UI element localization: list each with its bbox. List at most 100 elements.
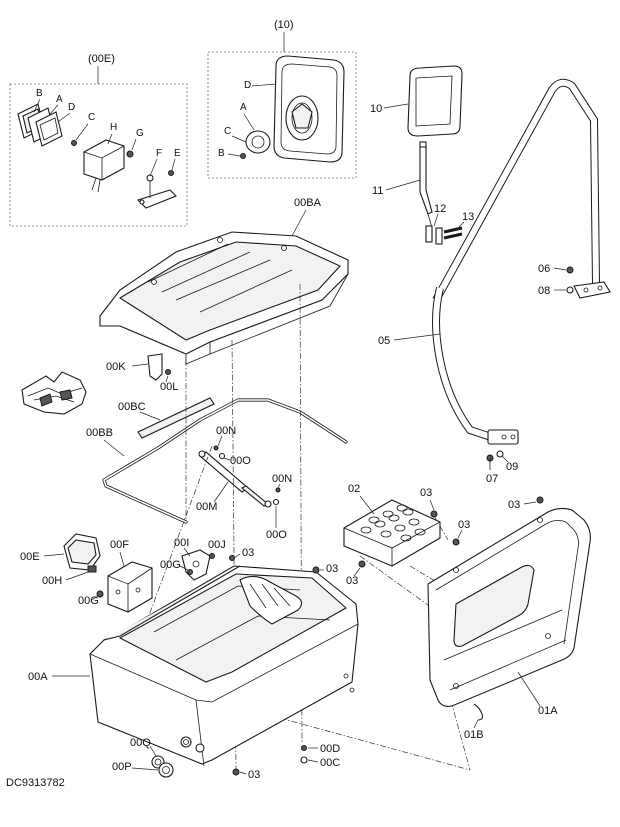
- label-00BC: 00BC: [118, 401, 146, 413]
- label-06: 06: [538, 263, 550, 275]
- label-00C: 00C: [320, 757, 340, 769]
- lens-plates: [17, 103, 63, 147]
- nut-G: [126, 150, 134, 158]
- detail-box-10: [207, 51, 357, 179]
- drawing-number: DC9313782: [6, 777, 65, 789]
- label-08: 08: [538, 285, 550, 297]
- label-A-mirror: A: [240, 102, 247, 113]
- side-cover-01A: [427, 507, 591, 707]
- label-01A: 01A: [538, 705, 558, 717]
- bolt-00G-left: [96, 590, 104, 598]
- washer-00O-upper: [218, 452, 226, 460]
- label-A: A: [56, 94, 63, 105]
- hinge-00K: [147, 353, 171, 381]
- mirror-back-plate-D: [273, 55, 345, 163]
- label-02: 02: [348, 483, 360, 495]
- screw-B: [240, 153, 246, 159]
- label-05: 05: [378, 335, 390, 347]
- lamp-housing-H: [83, 139, 125, 193]
- bolt-03-base: [312, 566, 320, 574]
- mirror-arm-11: [419, 141, 433, 237]
- label-D: D: [68, 102, 75, 113]
- machine-location-inset: [21, 371, 87, 415]
- mirror-10: [407, 65, 463, 137]
- label-11: 11: [372, 185, 383, 197]
- bolt-00J: [209, 553, 215, 559]
- label-00N-upper: 00N: [216, 425, 236, 437]
- bolt-00D: [301, 745, 307, 751]
- label-00I: 00I: [174, 537, 189, 549]
- group-label-10: (10): [274, 19, 294, 31]
- label-C: C: [88, 112, 95, 123]
- bolt-00G-center: [187, 569, 193, 575]
- label-00P: 00P: [112, 761, 132, 773]
- label-C-mirror: C: [224, 126, 231, 137]
- bolt-03-tray-right: [452, 538, 460, 546]
- label-00M: 00M: [196, 501, 217, 513]
- label-10: 10: [370, 103, 382, 115]
- base-housing-00A: [89, 565, 359, 767]
- clip-00N-lower: [275, 487, 281, 493]
- label-03-bracket: 03: [242, 547, 254, 559]
- label-03-base: 03: [326, 563, 338, 575]
- label-01B: 01B: [464, 729, 484, 741]
- grommets-00P-00Q: [151, 755, 174, 778]
- grommet-00P: [158, 762, 174, 778]
- label-00O-lower: 00O: [266, 529, 287, 541]
- bracket-00I: [181, 549, 211, 581]
- light-assembly-00E-detail: (00E) B A D C H G: [9, 53, 188, 227]
- label-00L: 00L: [160, 381, 178, 393]
- label-03-cover: 03: [508, 499, 520, 511]
- label-00G-center: 00G: [160, 559, 181, 571]
- bolt-06: [566, 266, 574, 274]
- label-03-bottom: 03: [248, 769, 260, 781]
- bracket-F: [136, 174, 177, 209]
- mirror-10-detail: (10) D A C B: [207, 19, 357, 179]
- washer-08: [566, 286, 574, 294]
- label-00K: 00K: [106, 361, 126, 373]
- tray-holes: [360, 504, 426, 542]
- label-G: G: [136, 128, 144, 139]
- bolt-03-cover: [536, 496, 544, 504]
- weather-seal-00BB: [102, 398, 348, 524]
- washer-00O-lower: [272, 498, 280, 506]
- label-00G-left: 00G: [78, 595, 99, 607]
- bolt-03-tray-top: [430, 510, 438, 518]
- label-B: B: [36, 88, 43, 99]
- mirror-clamp-A: [245, 130, 271, 154]
- label-00A: 00A: [28, 671, 48, 683]
- bolt-03-tray-left: [358, 560, 366, 568]
- label-00J: 00J: [208, 539, 226, 551]
- label-00F: 00F: [110, 539, 129, 551]
- label-03-tray-right: 03: [458, 519, 470, 531]
- label-00N-lower: 00N: [272, 473, 292, 485]
- label-00BB: 00BB: [86, 427, 113, 439]
- label-F: F: [156, 148, 162, 159]
- clip-01B: [473, 703, 484, 721]
- washer-09: [496, 450, 504, 458]
- detail-box-00E: [9, 83, 188, 227]
- group-label-00E: (00E): [88, 53, 115, 65]
- tray-02: [343, 499, 441, 567]
- bolt-03-bracket: [229, 555, 235, 561]
- clip-00N-upper: [213, 445, 219, 451]
- label-03-tray-top: 03: [420, 487, 432, 499]
- lamp-00E: [63, 533, 101, 573]
- label-03-tray-left: 03: [346, 575, 358, 587]
- label-09: 09: [506, 461, 518, 473]
- top-cover-00BA: [99, 231, 349, 365]
- label-H: H: [110, 122, 117, 133]
- label-00D: 00D: [320, 743, 340, 755]
- label-13: 13: [462, 211, 474, 223]
- bolt-E: [168, 170, 174, 176]
- label-00H: 00H: [42, 575, 62, 587]
- handrail-bar-05: [432, 78, 611, 445]
- bolt-03-bottom: [232, 768, 240, 776]
- label-00O-upper: 00O: [230, 455, 251, 467]
- label-D-mirror: D: [244, 80, 251, 91]
- label-00BA: 00BA: [294, 197, 322, 209]
- bolts-13: [443, 226, 463, 240]
- label-B-mirror: B: [218, 148, 225, 159]
- label-12: 12: [434, 203, 446, 215]
